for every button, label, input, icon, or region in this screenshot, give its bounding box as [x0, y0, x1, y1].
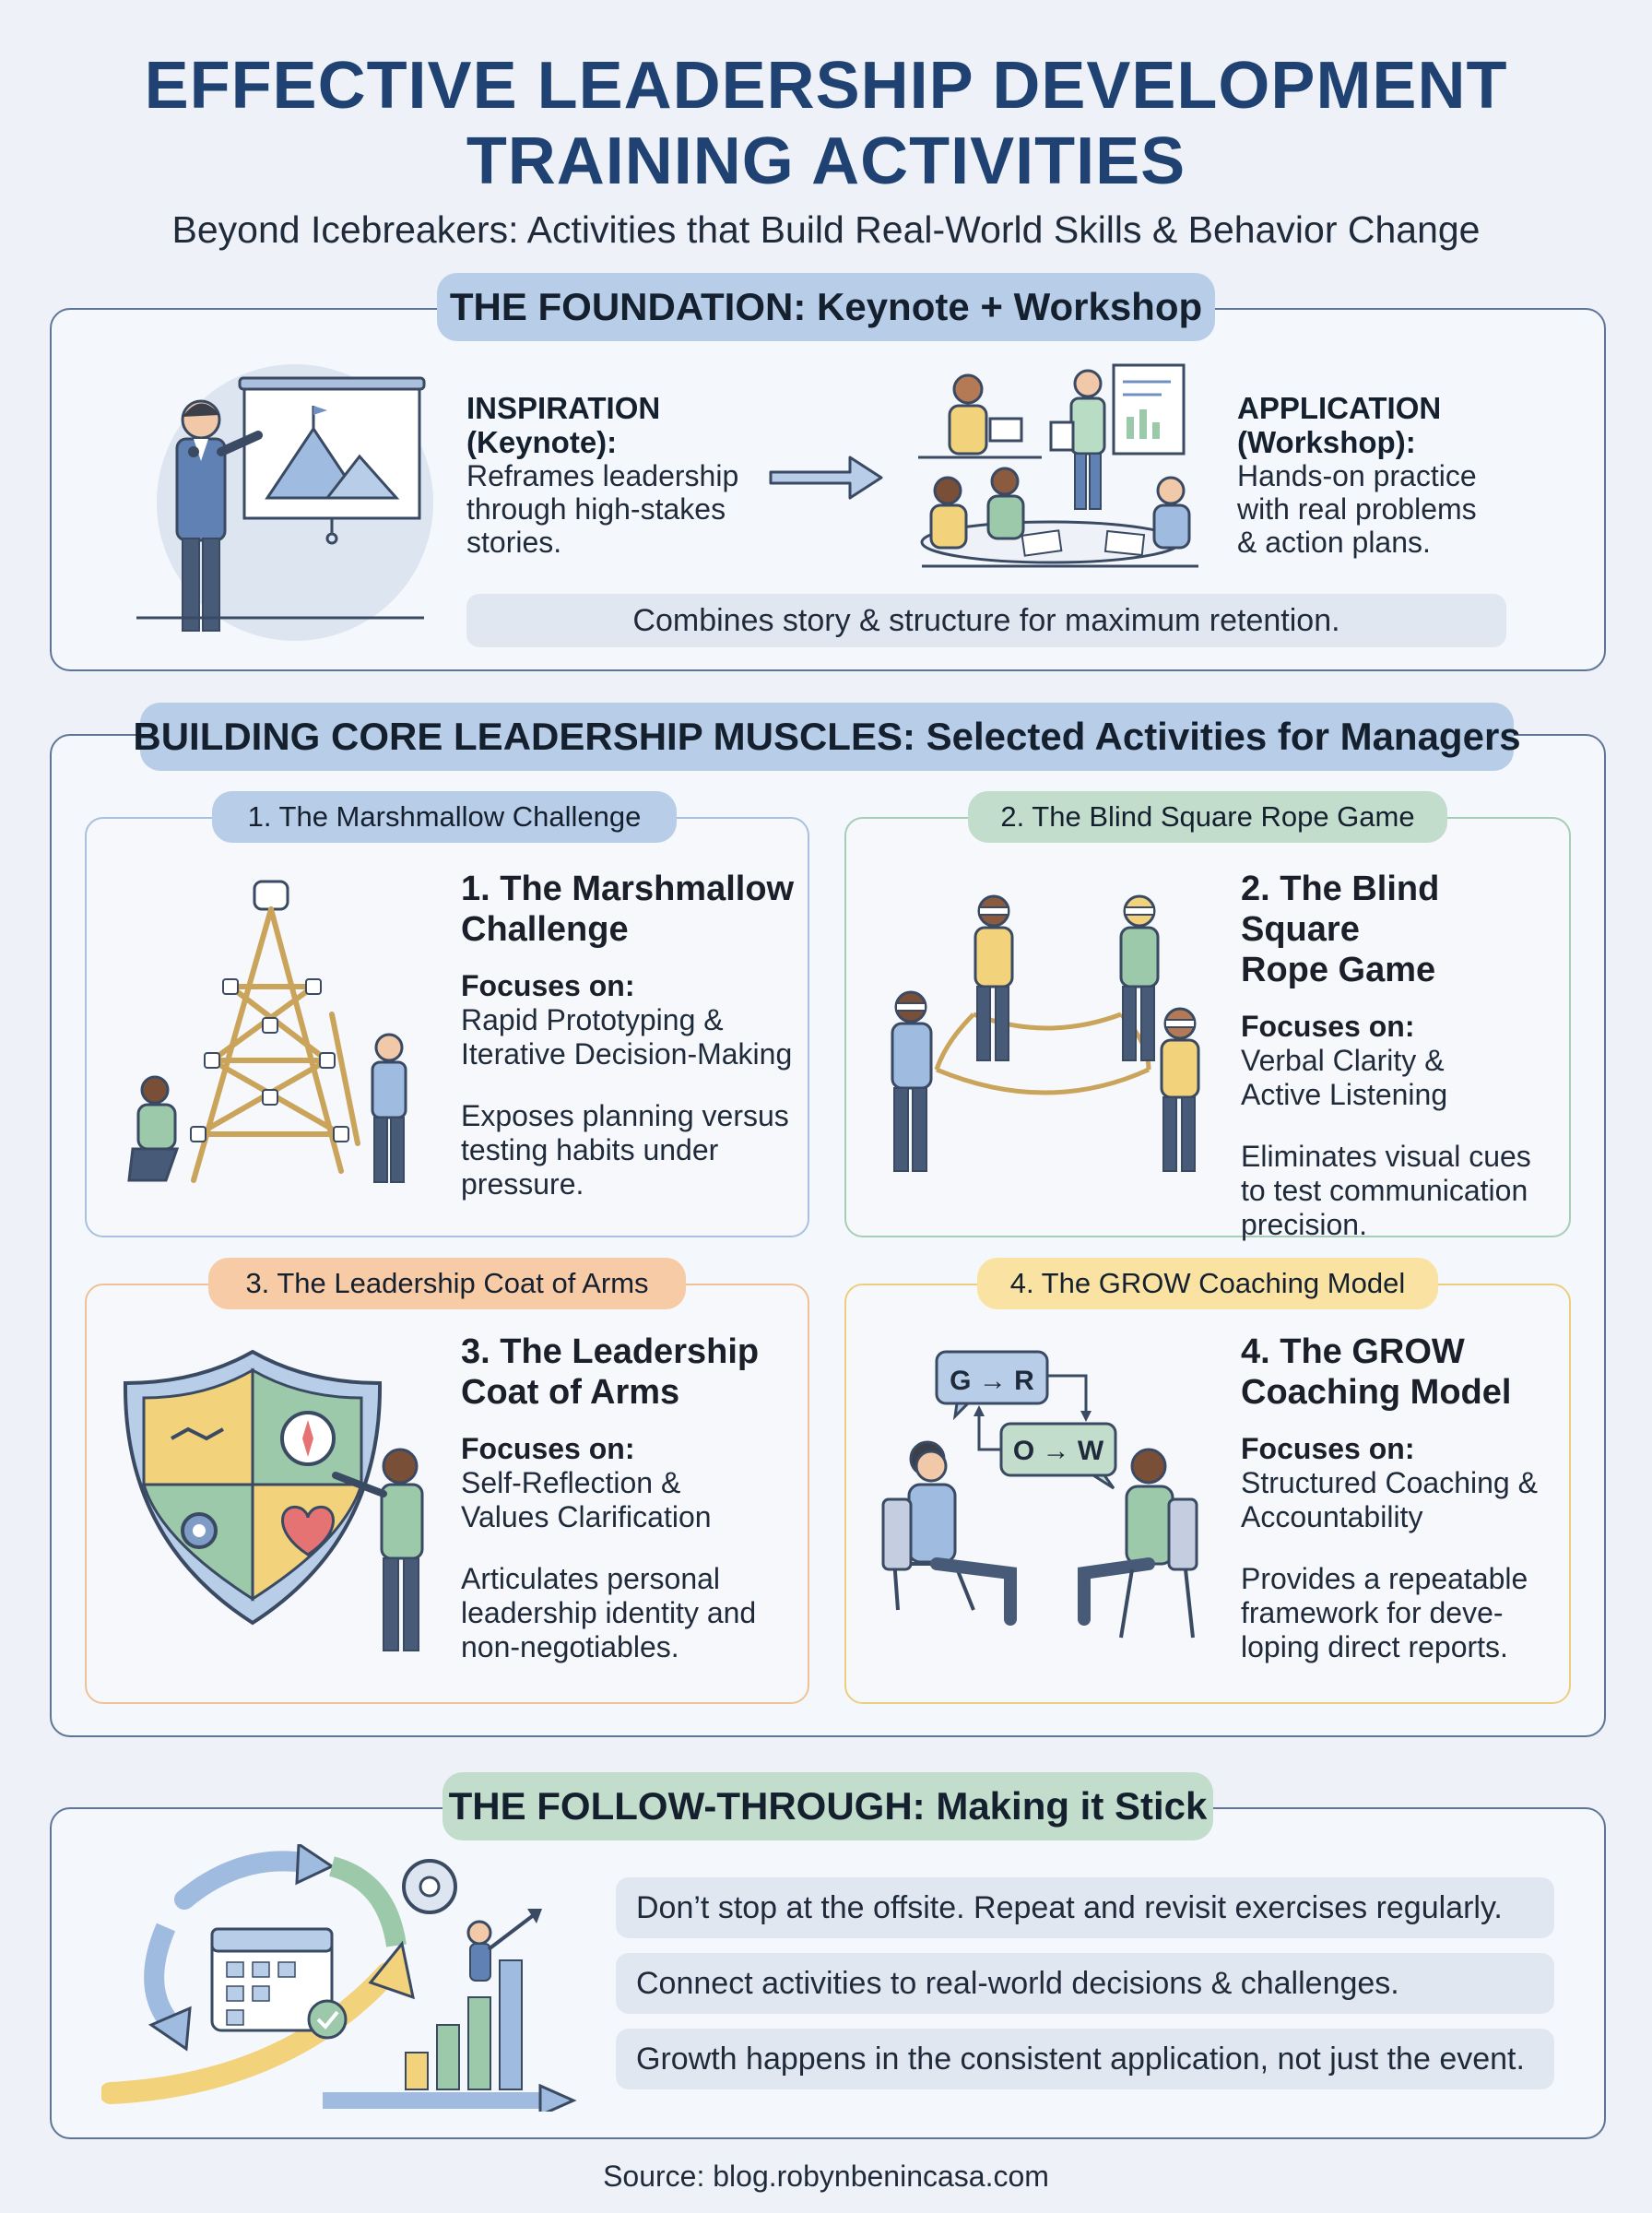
- activity-card-blind-square: [844, 817, 1571, 1237]
- grow-coaching-illustration: [872, 1343, 1213, 1665]
- activity-title-line-2: Challenge: [461, 910, 629, 949]
- activity-title-line-2: Rope Game: [1241, 951, 1436, 989]
- page-title: EFFECTIVE LEADERSHIP DEVELOPMENT TRAININ…: [0, 48, 1652, 199]
- page-subtitle: Beyond Icebreakers: Activities that Buil…: [171, 208, 1481, 251]
- activity-text-marshmallow: 1. The Marshmallow Challenge Focuses on:…: [461, 869, 802, 1201]
- grow-bubble-1: G → R: [950, 1366, 1034, 1396]
- focus-line-2: Accountability: [1241, 1500, 1423, 1533]
- activity-title-line-1: 1. The Marshmallow: [461, 870, 795, 908]
- activity-title-line-1: 4. The GROW: [1241, 1332, 1465, 1371]
- inspiration-body-1: Reframes leadership: [466, 459, 739, 492]
- desc-line-1: Eliminates visual cues: [1241, 1140, 1531, 1173]
- inspiration-body-3: stories.: [466, 526, 562, 559]
- desc-line-3: loping direct reports.: [1241, 1630, 1508, 1663]
- application-body-2: with real problems: [1237, 492, 1477, 526]
- blind-rope-illustration: [872, 885, 1222, 1180]
- activity-title-line-2: Coat of Arms: [461, 1373, 680, 1412]
- title-line-2: TRAINING ACTIVITIES: [466, 124, 1186, 198]
- desc-line-1: Exposes planning versus: [461, 1099, 789, 1132]
- inspiration-heading-1: INSPIRATION: [466, 391, 661, 425]
- application-heading-1: APPLICATION: [1237, 391, 1442, 425]
- activity-card-marshmallow: [85, 817, 809, 1237]
- desc-line-3: pressure.: [461, 1167, 584, 1201]
- followthrough-point-text: Don’t stop at the offsite. Repeat and re…: [636, 1889, 1503, 1925]
- focus-line-2: Active Listening: [1241, 1078, 1448, 1111]
- application-body-1: Hands-on practice: [1237, 459, 1477, 492]
- followthrough-point-2: Connect activities to real-world decisio…: [616, 1953, 1554, 2014]
- desc-line-2: leadership identity and: [461, 1596, 757, 1629]
- activity-text-blind-square: 2. The Blind Square Rope Game Focuses on…: [1241, 869, 1564, 1242]
- inspiration-heading-2: (Keynote):: [466, 425, 618, 459]
- desc-line-1: Articulates personal: [461, 1562, 721, 1595]
- growth-cycle-illustration: [101, 1844, 581, 2112]
- focus-label: Focuses on:: [1241, 1010, 1415, 1043]
- marshmallow-tower-illustration: [111, 876, 424, 1199]
- focus-label: Focuses on:: [461, 1432, 635, 1465]
- desc-line-3: precision.: [1241, 1208, 1367, 1241]
- desc-line-2: framework for deve-: [1241, 1596, 1504, 1629]
- keynote-speaker-illustration: [129, 350, 442, 645]
- followthrough-point-text: Growth happens in the consistent applica…: [636, 2041, 1525, 2077]
- activity-title-line-1: 2. The Blind Square: [1241, 870, 1440, 949]
- foundation-summary: Combines story & structure for maximum r…: [466, 594, 1506, 647]
- activity-tag-grow: 4. The GROW Coaching Model: [977, 1258, 1438, 1309]
- activity-tag-blind-square: 2. The Blind Square Rope Game: [968, 791, 1447, 843]
- activity-title-line-2: Coaching Model: [1241, 1373, 1512, 1412]
- activity-text-coat-of-arms: 3. The Leadership Coat of Arms Focuses o…: [461, 1331, 802, 1664]
- application-body-3: & action plans.: [1237, 526, 1431, 559]
- followthrough-point-3: Growth happens in the consistent applica…: [616, 2029, 1554, 2089]
- desc-line-1: Provides a repeatable: [1241, 1562, 1528, 1595]
- focus-line-1: Rapid Prototyping &: [461, 1003, 724, 1036]
- application-heading-2: (Workshop):: [1237, 425, 1416, 459]
- arrow-right-icon: [767, 450, 887, 505]
- desc-line-3: non-negotiables.: [461, 1630, 679, 1663]
- foundation-summary-text: Combines story & structure for maximum r…: [632, 602, 1340, 638]
- title-line-1: EFFECTIVE LEADERSHIP DEVELOPMENT: [144, 49, 1508, 123]
- source-credit: Source: blog.robynbenincasa.com: [603, 2160, 1049, 2193]
- followthrough-point-text: Connect activities to real-world decisio…: [636, 1965, 1399, 2001]
- focus-line-1: Structured Coaching &: [1241, 1466, 1538, 1499]
- inspiration-body-2: through high-stakes: [466, 492, 726, 526]
- activity-title-line-1: 3. The Leadership: [461, 1332, 760, 1371]
- focus-label: Focuses on:: [461, 969, 635, 1002]
- inspiration-block: INSPIRATION (Keynote): Reframes leadersh…: [466, 391, 761, 559]
- focus-line-1: Verbal Clarity &: [1241, 1044, 1445, 1077]
- activity-tag-marshmallow: 1. The Marshmallow Challenge: [212, 791, 677, 843]
- focus-label: Focuses on:: [1241, 1432, 1415, 1465]
- desc-line-2: to test communication: [1241, 1174, 1528, 1207]
- grow-bubble-2: O → W: [1012, 1436, 1104, 1466]
- foundation-heading: THE FOUNDATION: Keynote + Workshop: [437, 273, 1215, 341]
- focus-line-1: Self-Reflection &: [461, 1466, 681, 1499]
- followthrough-point-1: Don’t stop at the offsite. Repeat and re…: [616, 1877, 1554, 1938]
- core-heading: BUILDING CORE LEADERSHIP MUSCLES: Select…: [133, 703, 1521, 771]
- application-block: APPLICATION (Workshop): Hands-on practic…: [1237, 391, 1551, 559]
- activity-text-grow: 4. The GROW Coaching Model Focuses on: S…: [1241, 1331, 1564, 1664]
- followthrough-heading: THE FOLLOW-THROUGH: Making it Stick: [442, 1772, 1213, 1840]
- coat-of-arms-illustration: [114, 1346, 446, 1678]
- focus-line-2: Iterative Decision-Making: [461, 1037, 793, 1071]
- workshop-group-illustration: [913, 361, 1208, 574]
- desc-line-2: testing habits under: [461, 1133, 719, 1166]
- activity-tag-coat-of-arms: 3. The Leadership Coat of Arms: [208, 1258, 686, 1309]
- focus-line-2: Values Clarification: [461, 1500, 712, 1533]
